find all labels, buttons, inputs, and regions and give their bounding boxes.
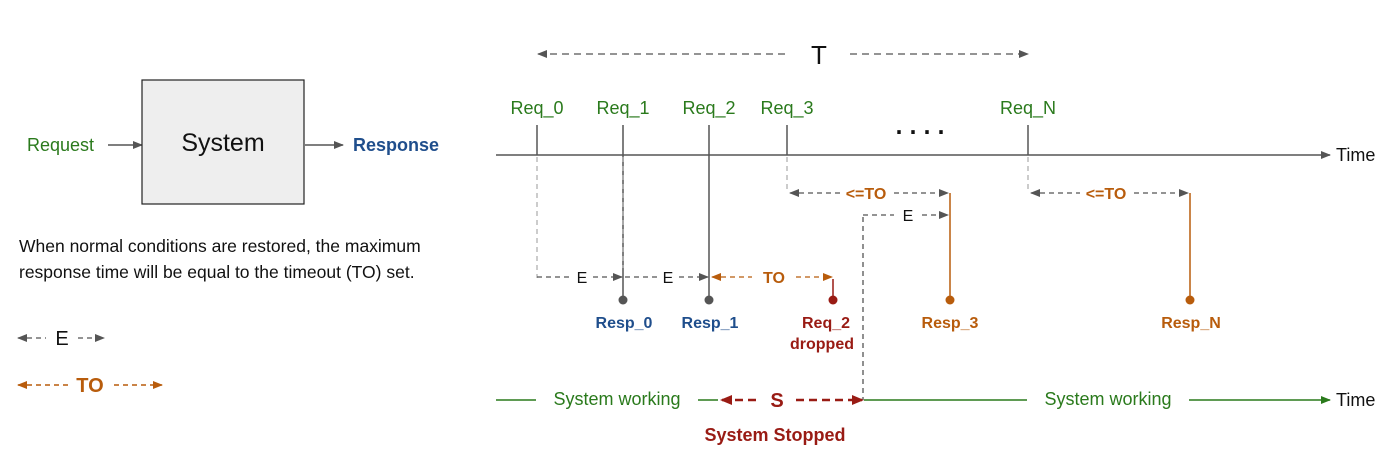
request-2-label: Req_2 — [682, 98, 735, 119]
interval-e-2-label: E — [663, 270, 674, 287]
system-working-label-2: System working — [1044, 389, 1171, 409]
system-working-label-1: System working — [553, 389, 680, 409]
request-n-label: Req_N — [1000, 98, 1056, 119]
request-2-dropped-label-line1: Req_2 — [802, 315, 850, 332]
request-2-dropped-marker — [828, 295, 838, 305]
system-stopped-caption: System Stopped — [704, 425, 845, 445]
legend-e-label: E — [55, 328, 68, 350]
interval-to-3-label: <=TO — [846, 186, 887, 203]
system-box-label: System — [181, 129, 264, 157]
period-label: T — [811, 40, 827, 70]
ellipsis: .... — [894, 101, 950, 142]
legend-to-label: TO — [76, 375, 103, 397]
response-3-label: Resp_3 — [922, 315, 979, 332]
response-0-label: Resp_0 — [596, 315, 653, 332]
response-n-label: Resp_N — [1161, 315, 1221, 332]
response-1-label: Resp_1 — [682, 315, 739, 332]
request-label: Request — [27, 135, 94, 155]
explanation-note: When normal conditions are restored, the… — [19, 236, 421, 282]
interval-e-3-label: E — [903, 208, 914, 225]
interval-to-n-label: <=TO — [1086, 186, 1127, 203]
response-0-marker — [618, 295, 628, 305]
interval-to-1-label: TO — [763, 270, 785, 287]
stop-interval-label: S — [770, 390, 783, 412]
request-3-label: Req_3 — [760, 98, 813, 119]
system-box — [141, 79, 305, 205]
time-axis-label: Time — [1336, 145, 1375, 165]
response-label: Response — [353, 135, 439, 155]
response-n-marker — [1185, 295, 1195, 305]
request-1-label: Req_1 — [596, 98, 649, 119]
response-3-marker — [945, 295, 955, 305]
request-0-label: Req_0 — [510, 98, 563, 119]
interval-e-1-label: E — [577, 270, 588, 287]
response-1-marker — [704, 295, 714, 305]
request-2-dropped-label-line2: dropped — [790, 336, 854, 353]
system-time-axis-label: Time — [1336, 390, 1375, 410]
